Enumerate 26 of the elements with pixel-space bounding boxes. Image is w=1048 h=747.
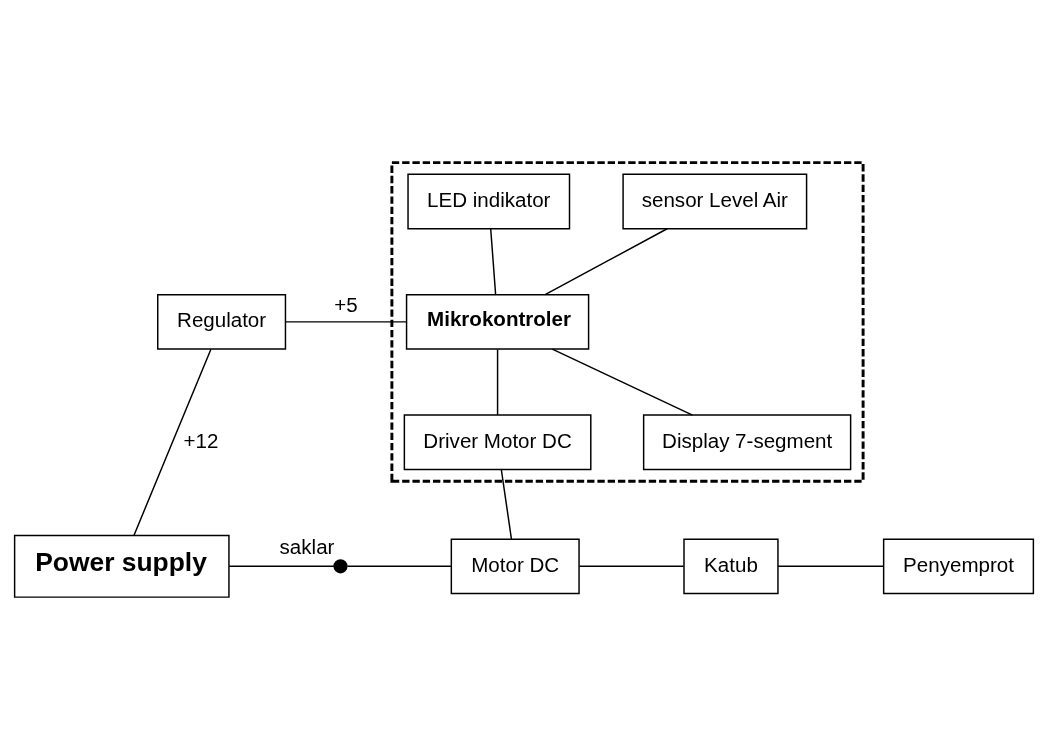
connector [284,320,407,323]
node-box: sensor Level Air [622,173,808,229]
connector [490,227,497,295]
node-label: saklar [279,534,335,558]
node-box: Regulator [157,293,287,350]
connector [133,347,212,536]
edge-label: +5 [334,292,358,316]
node-switch [333,558,348,573]
node-box: Penyemprot [882,537,1035,594]
connector [496,348,499,416]
edge-label: +12 [183,428,219,452]
connector [578,565,685,567]
connector [500,468,513,540]
connector [544,227,668,295]
connector [551,347,694,416]
node-box: Display 7-segment [642,413,852,470]
node-box: LED indikator [407,173,571,229]
connector [777,565,884,567]
node-box: Power supply [13,534,230,598]
node-box: Katub [683,537,779,594]
connector [346,565,452,567]
node-box: Motor DC [450,537,580,594]
connector [228,565,335,567]
cluster [390,160,865,483]
node-box: Mikrokontroler [405,293,590,350]
node-box: Driver Motor DC [403,413,592,470]
